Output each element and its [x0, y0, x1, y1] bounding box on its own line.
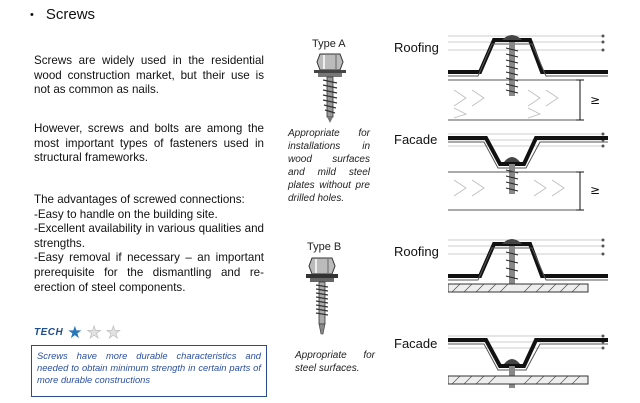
- facade-diagram-type-a: ≥: [448, 132, 608, 211]
- advantages-title: The advantages of screwed connections:: [34, 193, 245, 206]
- section-title: Screws: [45, 6, 96, 23]
- diagram-label-roofing-b: Roofing: [394, 244, 439, 259]
- section-heading: • Screws: [30, 6, 95, 23]
- screw-type-a-illustration: [314, 53, 346, 123]
- tech-label: TECH: [34, 327, 64, 338]
- diagram-label-roofing-a: Roofing: [394, 40, 439, 55]
- roofing-diagram-type-a: ≥: [448, 34, 608, 121]
- paragraph-importance: However, screws and bolts are among the …: [34, 122, 264, 165]
- screw-type-b-caption: Appropriate for steel surfaces.: [295, 350, 375, 374]
- advantages-list: The advantages of screwed connections: -…: [34, 193, 264, 295]
- star-empty-icon: ★: [86, 323, 102, 342]
- screw-type-b-label: Type B: [307, 241, 342, 253]
- min-thickness-symbol: ≥: [590, 183, 600, 197]
- diagram-label-facade-b: Facade: [394, 336, 438, 351]
- roofing-diagram-type-b: [448, 238, 608, 293]
- diagram-label-facade-a: Facade: [394, 132, 438, 147]
- paragraph-intro: Screws are widely used in the residentia…: [34, 54, 264, 97]
- advantage-item: -Easy removal if necessary – an importan…: [34, 251, 264, 294]
- note-box: Screws have more durable characteristics…: [31, 345, 267, 397]
- facade-diagram-type-b: [448, 334, 608, 388]
- star-filled-icon: ★: [67, 323, 83, 342]
- screw-type-a-label: Type A: [312, 38, 346, 50]
- advantage-item: -Easy to handle on the building site.: [34, 207, 218, 221]
- advantage-item: -Excellent availability in various quali…: [34, 222, 264, 250]
- star-empty-icon: ★: [105, 323, 121, 342]
- min-thickness-symbol: ≥: [590, 93, 600, 107]
- screw-type-a-caption: Appropriate for installations in wood su…: [288, 128, 370, 204]
- screw-type-b-illustration: [306, 257, 338, 335]
- bullet-icon: •: [30, 8, 34, 21]
- tech-rating: TECH ★ ★ ★: [34, 323, 121, 342]
